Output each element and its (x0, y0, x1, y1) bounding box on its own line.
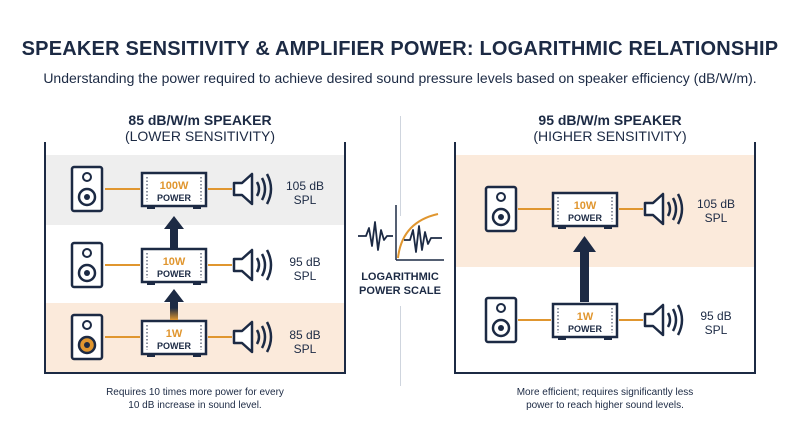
amp-power-label: POWER (157, 193, 192, 203)
amp-power-label: POWER (568, 324, 603, 334)
log-scale-label-line2: POWER SCALE (359, 285, 441, 297)
right-panel-frame (454, 142, 756, 374)
log-scale-label-line1: LOGARITHMIC (361, 271, 439, 283)
right-row-10w: 10W POWER 105 dB SPL (484, 185, 735, 233)
left-row-10w: 10W POWER 95 dB SPL (70, 241, 321, 289)
amplifier-icon: 1W POWER (551, 302, 619, 340)
amp-power-label: POWER (157, 341, 192, 351)
spl-value: 95 dB (289, 255, 320, 269)
amp-power-label: POWER (568, 213, 603, 223)
speaker-cabinet-icon (484, 296, 518, 344)
right-panel-caption: More efficient; requires significantly l… (470, 386, 740, 412)
spl-unit: SPL (294, 269, 317, 283)
arrow-up-icon (573, 236, 596, 302)
amp-watts-label: 100W (160, 180, 189, 192)
loudspeaker-icon (643, 192, 684, 226)
left-caption-line2: 10 dB increase in sound level. (128, 400, 262, 411)
loudspeaker-icon (232, 172, 273, 206)
spl-unit: SPL (294, 193, 317, 207)
amplifier-icon: 10W POWER (551, 191, 619, 229)
spl-value: 105 dB (286, 179, 324, 193)
right-panel-heading: 95 dB/W/m SPEAKER (HIGHER SENSITIVITY) (470, 112, 750, 144)
spl-unit: SPL (294, 342, 317, 356)
center-divider-bottom (400, 306, 401, 386)
left-panel-frame (44, 142, 346, 374)
amp-watts-label: 10W (574, 200, 597, 212)
amplifier-icon: 1W POWER (140, 319, 208, 357)
arrow-up-icon (164, 289, 184, 320)
amplifier-icon: 10W POWER (140, 247, 208, 285)
left-row-1w: 1W POWER 85 dB SPL (70, 313, 321, 361)
spl-value: 105 dB (697, 197, 735, 211)
loudspeaker-icon (643, 303, 684, 337)
page-subtitle: Understanding the power required to achi… (43, 70, 757, 86)
loudspeaker-icon (232, 320, 273, 354)
speaker-cabinet-icon (484, 185, 518, 233)
amp-watts-label: 1W (166, 328, 183, 340)
right-panel-title: 95 dB/W/m SPEAKER (538, 112, 682, 128)
speaker-cabinet-icon (70, 165, 104, 213)
page-title: SPEAKER SENSITIVITY & AMPLIFIER POWER: L… (21, 38, 779, 60)
right-row-1w: 1W POWER 95 dB SPL (484, 296, 732, 344)
arrow-up-icon (164, 216, 184, 248)
left-panel-caption: Requires 10 times more power for every 1… (60, 386, 330, 412)
spl-unit: SPL (705, 323, 728, 337)
log-scale-label: LOGARITHMIC POWER SCALE (340, 270, 460, 298)
left-caption-line1: Requires 10 times more power for every (106, 387, 284, 398)
spl-value: 85 dB (289, 328, 320, 342)
amp-power-label: POWER (157, 269, 192, 279)
right-panel-subtitle: (HIGHER SENSITIVITY) (533, 128, 687, 144)
left-panel-subtitle: (LOWER SENSITIVITY) (124, 128, 276, 144)
left-panel-heading: 85 dB/W/m SPEAKER (LOWER SENSITIVITY) (60, 112, 340, 144)
left-panel-title: 85 dB/W/m SPEAKER (128, 112, 272, 128)
amp-watts-label: 1W (577, 311, 594, 323)
speaker-cabinet-icon (70, 313, 104, 361)
center-divider-top (400, 116, 401, 216)
spl-unit: SPL (705, 211, 728, 225)
right-caption-line2: power to reach higher sound levels. (526, 400, 684, 411)
speaker-cabinet-icon (70, 241, 104, 289)
right-caption-line1: More efficient; requires significantly l… (516, 387, 694, 398)
log-curve-waveform-icon (358, 205, 444, 261)
amplifier-icon: 100W POWER (140, 171, 208, 209)
left-row-100w: 100W POWER 105 dB SPL (70, 165, 324, 213)
amp-watts-label: 10W (163, 256, 186, 268)
spl-value: 95 dB (700, 309, 731, 323)
loudspeaker-icon (232, 248, 273, 282)
